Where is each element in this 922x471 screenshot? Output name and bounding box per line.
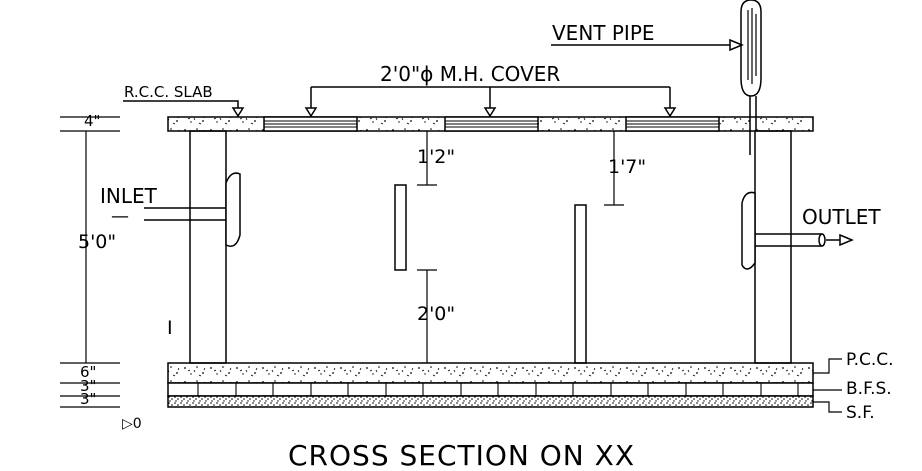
- gap-top-2-label: 1'7": [608, 156, 646, 178]
- rcc-slab-label: R.C.C. SLAB: [124, 83, 213, 101]
- vent-pipe-label: VENT PIPE: [552, 21, 655, 45]
- pcc-layer: [167, 362, 814, 384]
- left-dimension: [60, 116, 120, 408]
- pcc-label: P.C.C.: [846, 350, 894, 370]
- gap-bottom-label: 2'0": [417, 303, 455, 325]
- height-label: 5'0": [78, 231, 116, 253]
- bfs-thickness-label: 3": [80, 377, 96, 395]
- cover-leader: [310, 86, 671, 112]
- bfs-layer: [167, 382, 814, 397]
- inlet-pipe: [144, 207, 226, 221]
- slab-thickness-label: 4": [84, 112, 100, 130]
- inlet-label: INLET: [100, 184, 158, 208]
- gap-top-1-label: 1'2": [417, 146, 455, 168]
- right-wall: [754, 130, 792, 364]
- sf-label: S.F.: [846, 403, 875, 423]
- rcc-slab-leader: [123, 100, 239, 110]
- vent-leader: [551, 38, 744, 52]
- outlet-pipe: [755, 233, 822, 247]
- level-mark: ▷0: [122, 416, 142, 432]
- sf-layer: [167, 395, 814, 408]
- sf-thickness-label: 3": [80, 390, 96, 408]
- left-wall: [189, 130, 227, 364]
- pcc-thickness-label: 6": [80, 363, 96, 381]
- outlet-tee: [741, 191, 756, 270]
- baffle-right: [574, 204, 587, 364]
- drawing-title: CROSS SECTION ON XX: [288, 439, 635, 471]
- baffle-left: [394, 184, 407, 271]
- mh-cover-label: 2'0"ϕ M.H. COVER: [380, 62, 560, 86]
- vent-pipe: [749, 96, 757, 155]
- vent-cap: [740, 0, 762, 97]
- outlet-label: OUTLET: [802, 205, 881, 229]
- inlet-tee: [225, 172, 241, 247]
- section-mark: I: [167, 317, 173, 339]
- bfs-label: B.F.S.: [846, 379, 892, 399]
- inlet-dash: —: [111, 206, 129, 227]
